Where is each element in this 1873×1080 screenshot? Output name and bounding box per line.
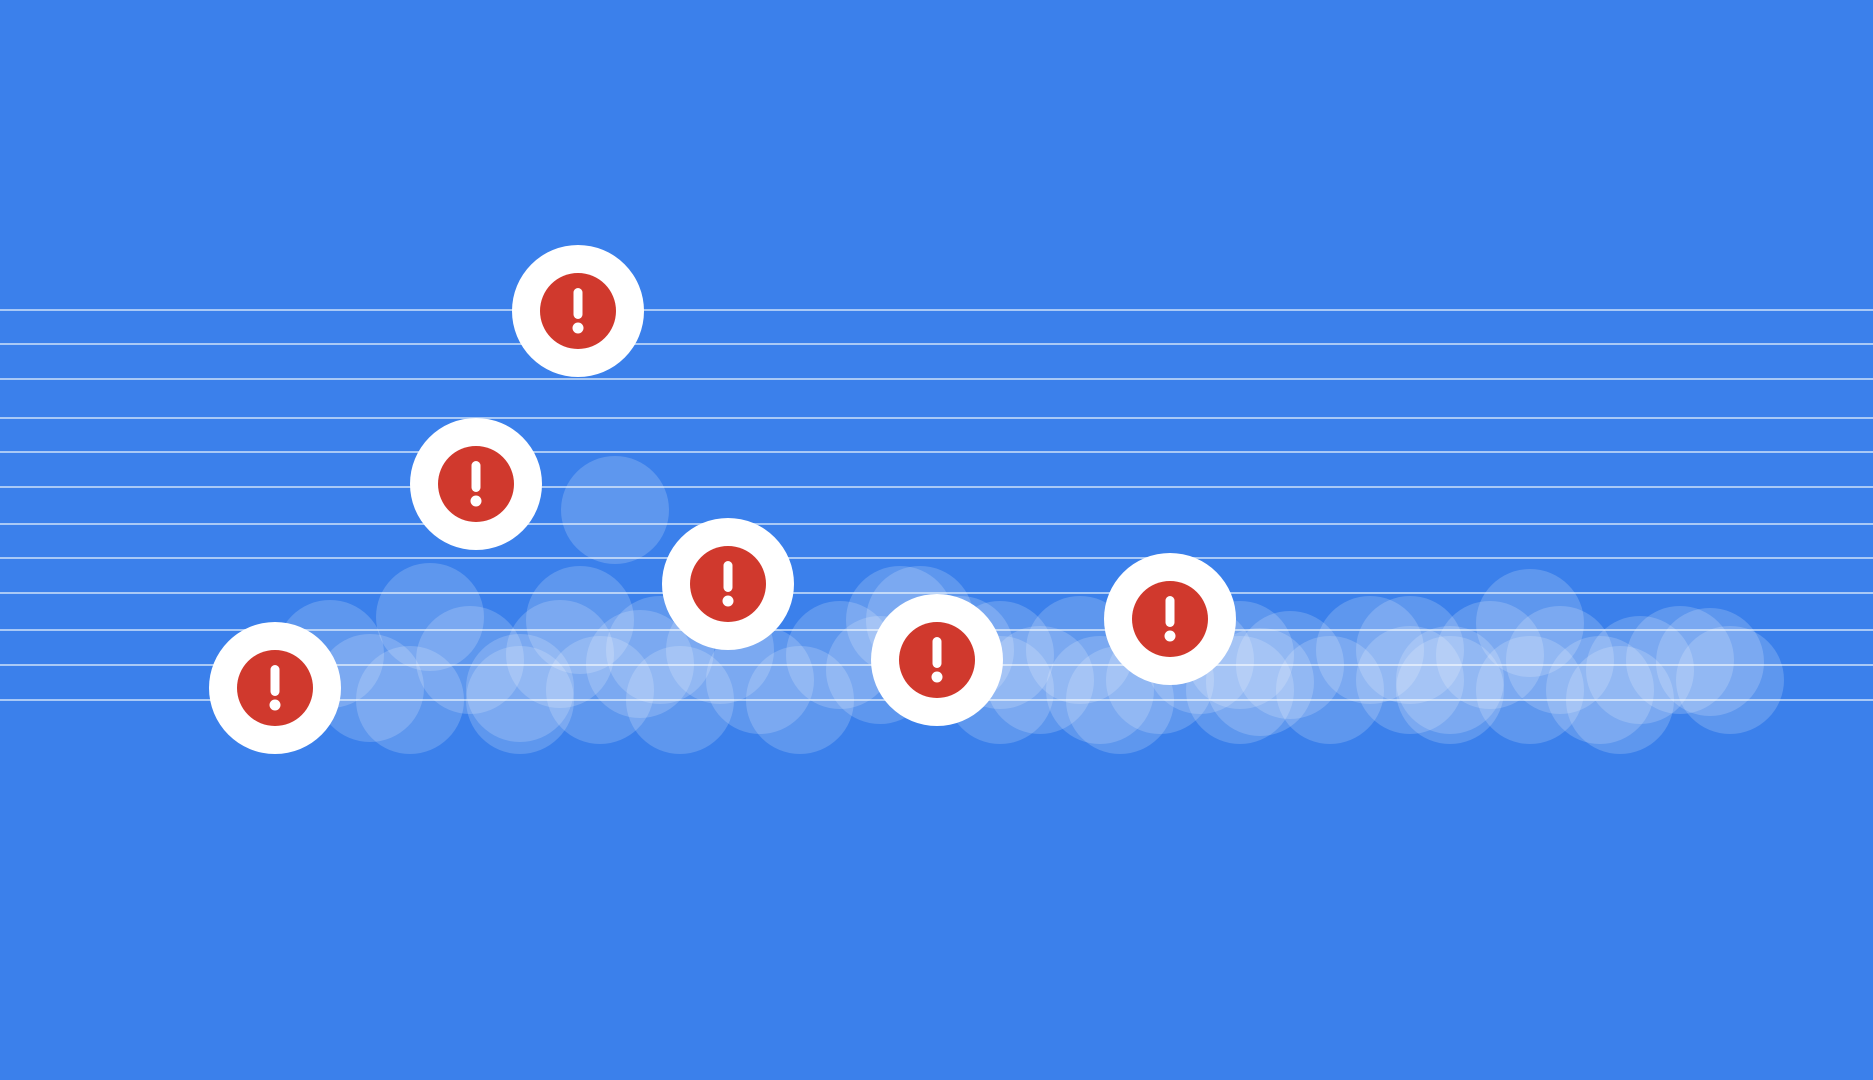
exclamation-circle-icon [662,518,794,650]
background-bubble [706,626,814,734]
exclamation-bar [723,561,733,592]
background-bubble [1316,596,1424,704]
background-bubble [986,626,1094,734]
background-bubble [1236,611,1344,719]
background-bubble [1276,636,1384,744]
exclamation-circle-icon [512,245,644,377]
exclamation-bar [573,288,583,319]
exclamation-circle-icon [1104,553,1236,685]
alert-markers [209,245,1236,754]
exclamation-bar [270,665,280,696]
background-bubble [1356,626,1464,734]
background-bubble [356,646,464,754]
background-bubble [466,634,574,742]
background-bubble [1586,616,1694,724]
exclamation-circle-icon [410,418,542,550]
exclamation-dot [470,495,482,507]
background-bubble [586,610,694,718]
exclamation-dot [269,699,281,711]
background-bubble [376,563,484,671]
background-bubble [416,606,524,714]
exclamation-circle-icon [209,622,341,754]
background-bubble [1546,636,1654,744]
background-bubble [1436,601,1544,709]
background-bubble [466,646,574,754]
background-bubble [561,456,669,564]
background-bubble [1656,608,1764,716]
background-bubble [1206,628,1314,736]
background-bubble [626,646,734,754]
background-bubble [1396,626,1504,734]
exclamation-dot [1164,630,1176,642]
background-bubble [316,634,424,742]
exclamation-bar [471,461,481,492]
exclamation-circle-icon [871,594,1003,726]
background-bubble [1506,606,1614,714]
exclamation-bar [932,637,942,668]
background-bubble [746,646,854,754]
background-bubble [1356,596,1464,704]
background-bubble [506,600,614,708]
exclamation-dot [931,671,943,683]
background-bubble [1396,636,1504,744]
background-bubble [1626,606,1734,714]
background-bubble [526,566,634,674]
background-bubble [1566,646,1674,754]
background-bubble [1476,569,1584,677]
exclamation-dot [572,322,584,334]
exclamation-dot [722,595,734,607]
background-bubble [1676,626,1784,734]
background-bubble [1476,636,1584,744]
exclamation-bar [1165,596,1175,627]
background-bubble [546,636,654,744]
background-bubble [786,601,894,709]
